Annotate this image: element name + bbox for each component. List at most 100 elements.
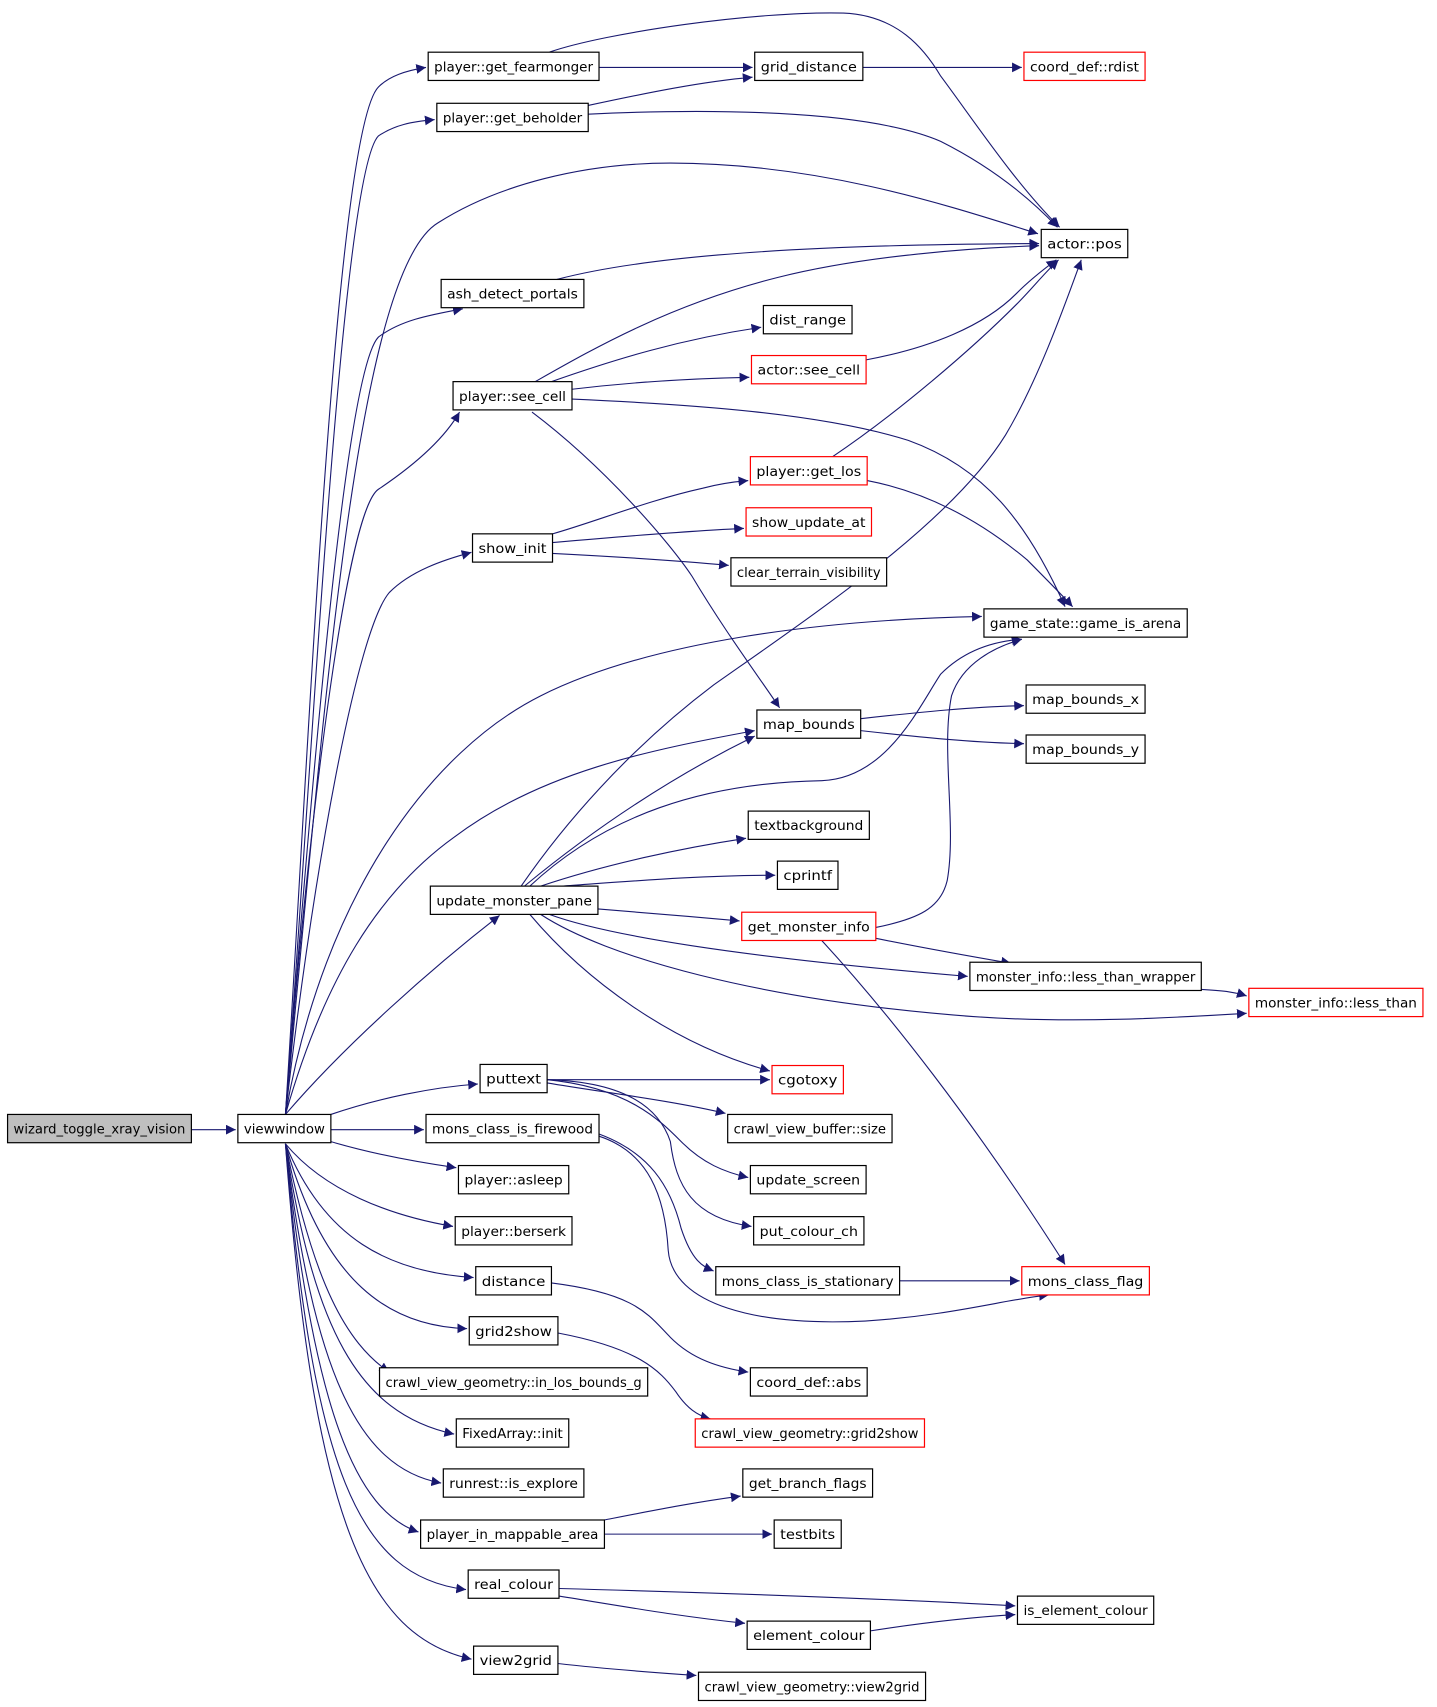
node-grid2show[interactable]: grid2show — [468, 1316, 559, 1346]
node-map-bounds[interactable]: map_bounds — [756, 709, 862, 739]
node-box — [237, 1113, 332, 1144]
node-fixedarray-init[interactable]: FixedArray::init — [455, 1418, 570, 1448]
edge-ash-detect-portals-to-actor-pos — [557, 238, 1039, 280]
node-real-colour[interactable]: real_colour — [467, 1569, 560, 1599]
node-buffer-size[interactable]: crawl_view_buffer::size — [727, 1113, 893, 1144]
node-box — [697, 1671, 927, 1702]
node-testbits[interactable]: testbits — [773, 1519, 842, 1549]
node-is-explore[interactable]: runrest::is_explore — [442, 1468, 585, 1498]
node-label: player::see_cell — [459, 390, 566, 405]
node-label: player::asleep — [464, 1174, 562, 1189]
node-cvg-view2grid[interactable]: crawl_view_geometry::view2grid — [697, 1671, 927, 1702]
node-get-branch-flags[interactable]: get_branch_flags — [742, 1468, 874, 1498]
node-show-init[interactable]: show_init — [471, 533, 554, 563]
node-box — [1016, 1595, 1155, 1625]
node-in-los-bounds-g[interactable]: crawl_view_geometry::in_los_bounds_g — [378, 1367, 649, 1397]
node-label: ash_detect_portals — [447, 288, 578, 303]
node-element-colour[interactable]: element_colour — [746, 1620, 872, 1650]
node-less-than[interactable]: monster_info::less_than — [1248, 987, 1424, 1018]
node-box — [715, 1266, 901, 1296]
node-put-colour-ch[interactable]: put_colour_ch — [753, 1216, 865, 1246]
node-player-berserk[interactable]: player::berserk — [454, 1216, 573, 1246]
node-label: runrest::is_explore — [449, 1477, 578, 1492]
node-player-in-mappable-area[interactable]: player_in_mappable_area — [420, 1519, 606, 1549]
node-coord-abs[interactable]: coord_def::abs — [749, 1367, 868, 1397]
node-label: crawl_view_geometry::view2grid — [704, 1680, 919, 1695]
node-get-los[interactable]: player::get_los — [749, 456, 868, 486]
node-get-beholder[interactable]: player::get_beholder — [436, 102, 589, 133]
node-box — [749, 1164, 867, 1195]
node-actor-see-cell[interactable]: actor::see_cell — [750, 354, 867, 385]
edge-line — [861, 700, 1024, 719]
edge-viewwindow-to-puttext — [331, 1079, 478, 1114]
node-box — [475, 1266, 553, 1296]
node-rdist[interactable]: coord_def::rdist — [1023, 51, 1146, 82]
node-cvg-grid2show[interactable]: crawl_view_geometry::grid2show — [694, 1418, 926, 1448]
edge-get-monster-info-to-game-is-arena — [876, 637, 1022, 927]
node-puttext[interactable]: puttext — [479, 1063, 548, 1094]
edge-line — [588, 73, 752, 105]
node-get-fearmonger[interactable]: player::get_fearmonger — [427, 51, 600, 82]
edge-update-monster-pane-to-less-than — [541, 914, 1247, 1019]
edge-element-colour-to-is-element-colour — [870, 1610, 1015, 1631]
edge-line — [285, 727, 754, 1115]
node-map-bounds-x[interactable]: map_bounds_x — [1025, 684, 1146, 714]
edge-line — [285, 115, 434, 1115]
node-label: crawl_view_buffer::size — [734, 1123, 886, 1138]
edge-mappable-to-get-branch-flags — [604, 1492, 740, 1520]
node-player-see-cell[interactable]: player::see_cell — [452, 381, 573, 411]
node-label: wizard_toggle_xray_vision — [14, 1123, 186, 1138]
node-get-monster-info[interactable]: get_monster_info — [741, 911, 877, 942]
edge-show-init-to-show-update-at — [553, 523, 744, 542]
node-label: is_element_colour — [1023, 1604, 1148, 1619]
node-box — [472, 1645, 559, 1675]
node-box — [425, 1113, 600, 1144]
node-viewwindow[interactable]: viewwindow — [237, 1113, 332, 1144]
node-is-element-colour[interactable]: is_element_colour — [1016, 1595, 1155, 1625]
node-dist-range[interactable]: dist_range — [762, 304, 853, 335]
edge-line — [285, 412, 459, 1114]
node-label: player::get_los — [756, 465, 861, 480]
node-actor-pos[interactable]: actor::pos — [1040, 228, 1129, 259]
node-less-than-wrapper[interactable]: monster_info::less_than_wrapper — [969, 961, 1202, 992]
node-map-bounds-y[interactable]: map_bounds_y — [1025, 734, 1146, 764]
edge-line — [553, 476, 749, 534]
node-grid-distance[interactable]: grid_distance — [754, 51, 864, 82]
node-textbackground[interactable]: textbackground — [747, 810, 870, 840]
node-box — [749, 1367, 868, 1397]
edge-real-colour-to-is-element-colour — [559, 1588, 1015, 1611]
edge-line — [559, 1596, 745, 1628]
node-box — [749, 456, 868, 486]
node-clear-terrain-visibility[interactable]: clear_terrain_visibility — [730, 557, 888, 587]
node-box — [745, 507, 873, 537]
edge-line — [559, 1588, 1015, 1611]
node-mons-class-is-stationary[interactable]: mons_class_is_stationary — [715, 1266, 901, 1296]
node-cgotoxy[interactable]: cgotoxy — [771, 1064, 844, 1095]
node-update-screen[interactable]: update_screen — [749, 1164, 867, 1195]
edge-line — [558, 1664, 696, 1680]
node-label: mons_class_is_stationary — [722, 1275, 894, 1290]
edge-line — [558, 1333, 710, 1422]
edge-get-monster-info-to-less-than-wrapper — [876, 938, 1011, 967]
node-mons-class-flag[interactable]: mons_class_flag — [1021, 1266, 1150, 1296]
node-box — [742, 1468, 874, 1498]
node-cprintf[interactable]: cprintf — [776, 860, 839, 890]
edge-firewood-to-mons-class-is-stationary — [599, 1134, 714, 1272]
edge-line — [285, 1144, 418, 1534]
node-game-is-arena[interactable]: game_state::game_is_arena — [983, 608, 1188, 638]
node-distance[interactable]: distance — [475, 1266, 553, 1296]
node-player-asleep[interactable]: player::asleep — [457, 1164, 570, 1195]
node-label: player::get_fearmonger — [434, 60, 594, 75]
node-ash-detect-portals[interactable]: ash_detect_portals — [440, 278, 585, 309]
node-mons-class-is-firewood[interactable]: mons_class_is_firewood — [425, 1113, 600, 1144]
edge-line — [572, 372, 749, 389]
edge-line — [285, 305, 462, 1115]
node-wizard-toggle-xray-vision[interactable]: wizard_toggle_xray_vision — [6, 1113, 192, 1144]
node-update-monster-pane[interactable]: update_monster_pane — [429, 885, 599, 915]
edge-real-colour-to-element-colour — [559, 1596, 745, 1628]
edge-viewwindow-to-in-los-bounds-g — [285, 1144, 389, 1372]
node-show-update-at[interactable]: show_update_at — [745, 507, 873, 537]
node-view2grid[interactable]: view2grid — [472, 1645, 559, 1675]
node-box — [1025, 684, 1146, 714]
